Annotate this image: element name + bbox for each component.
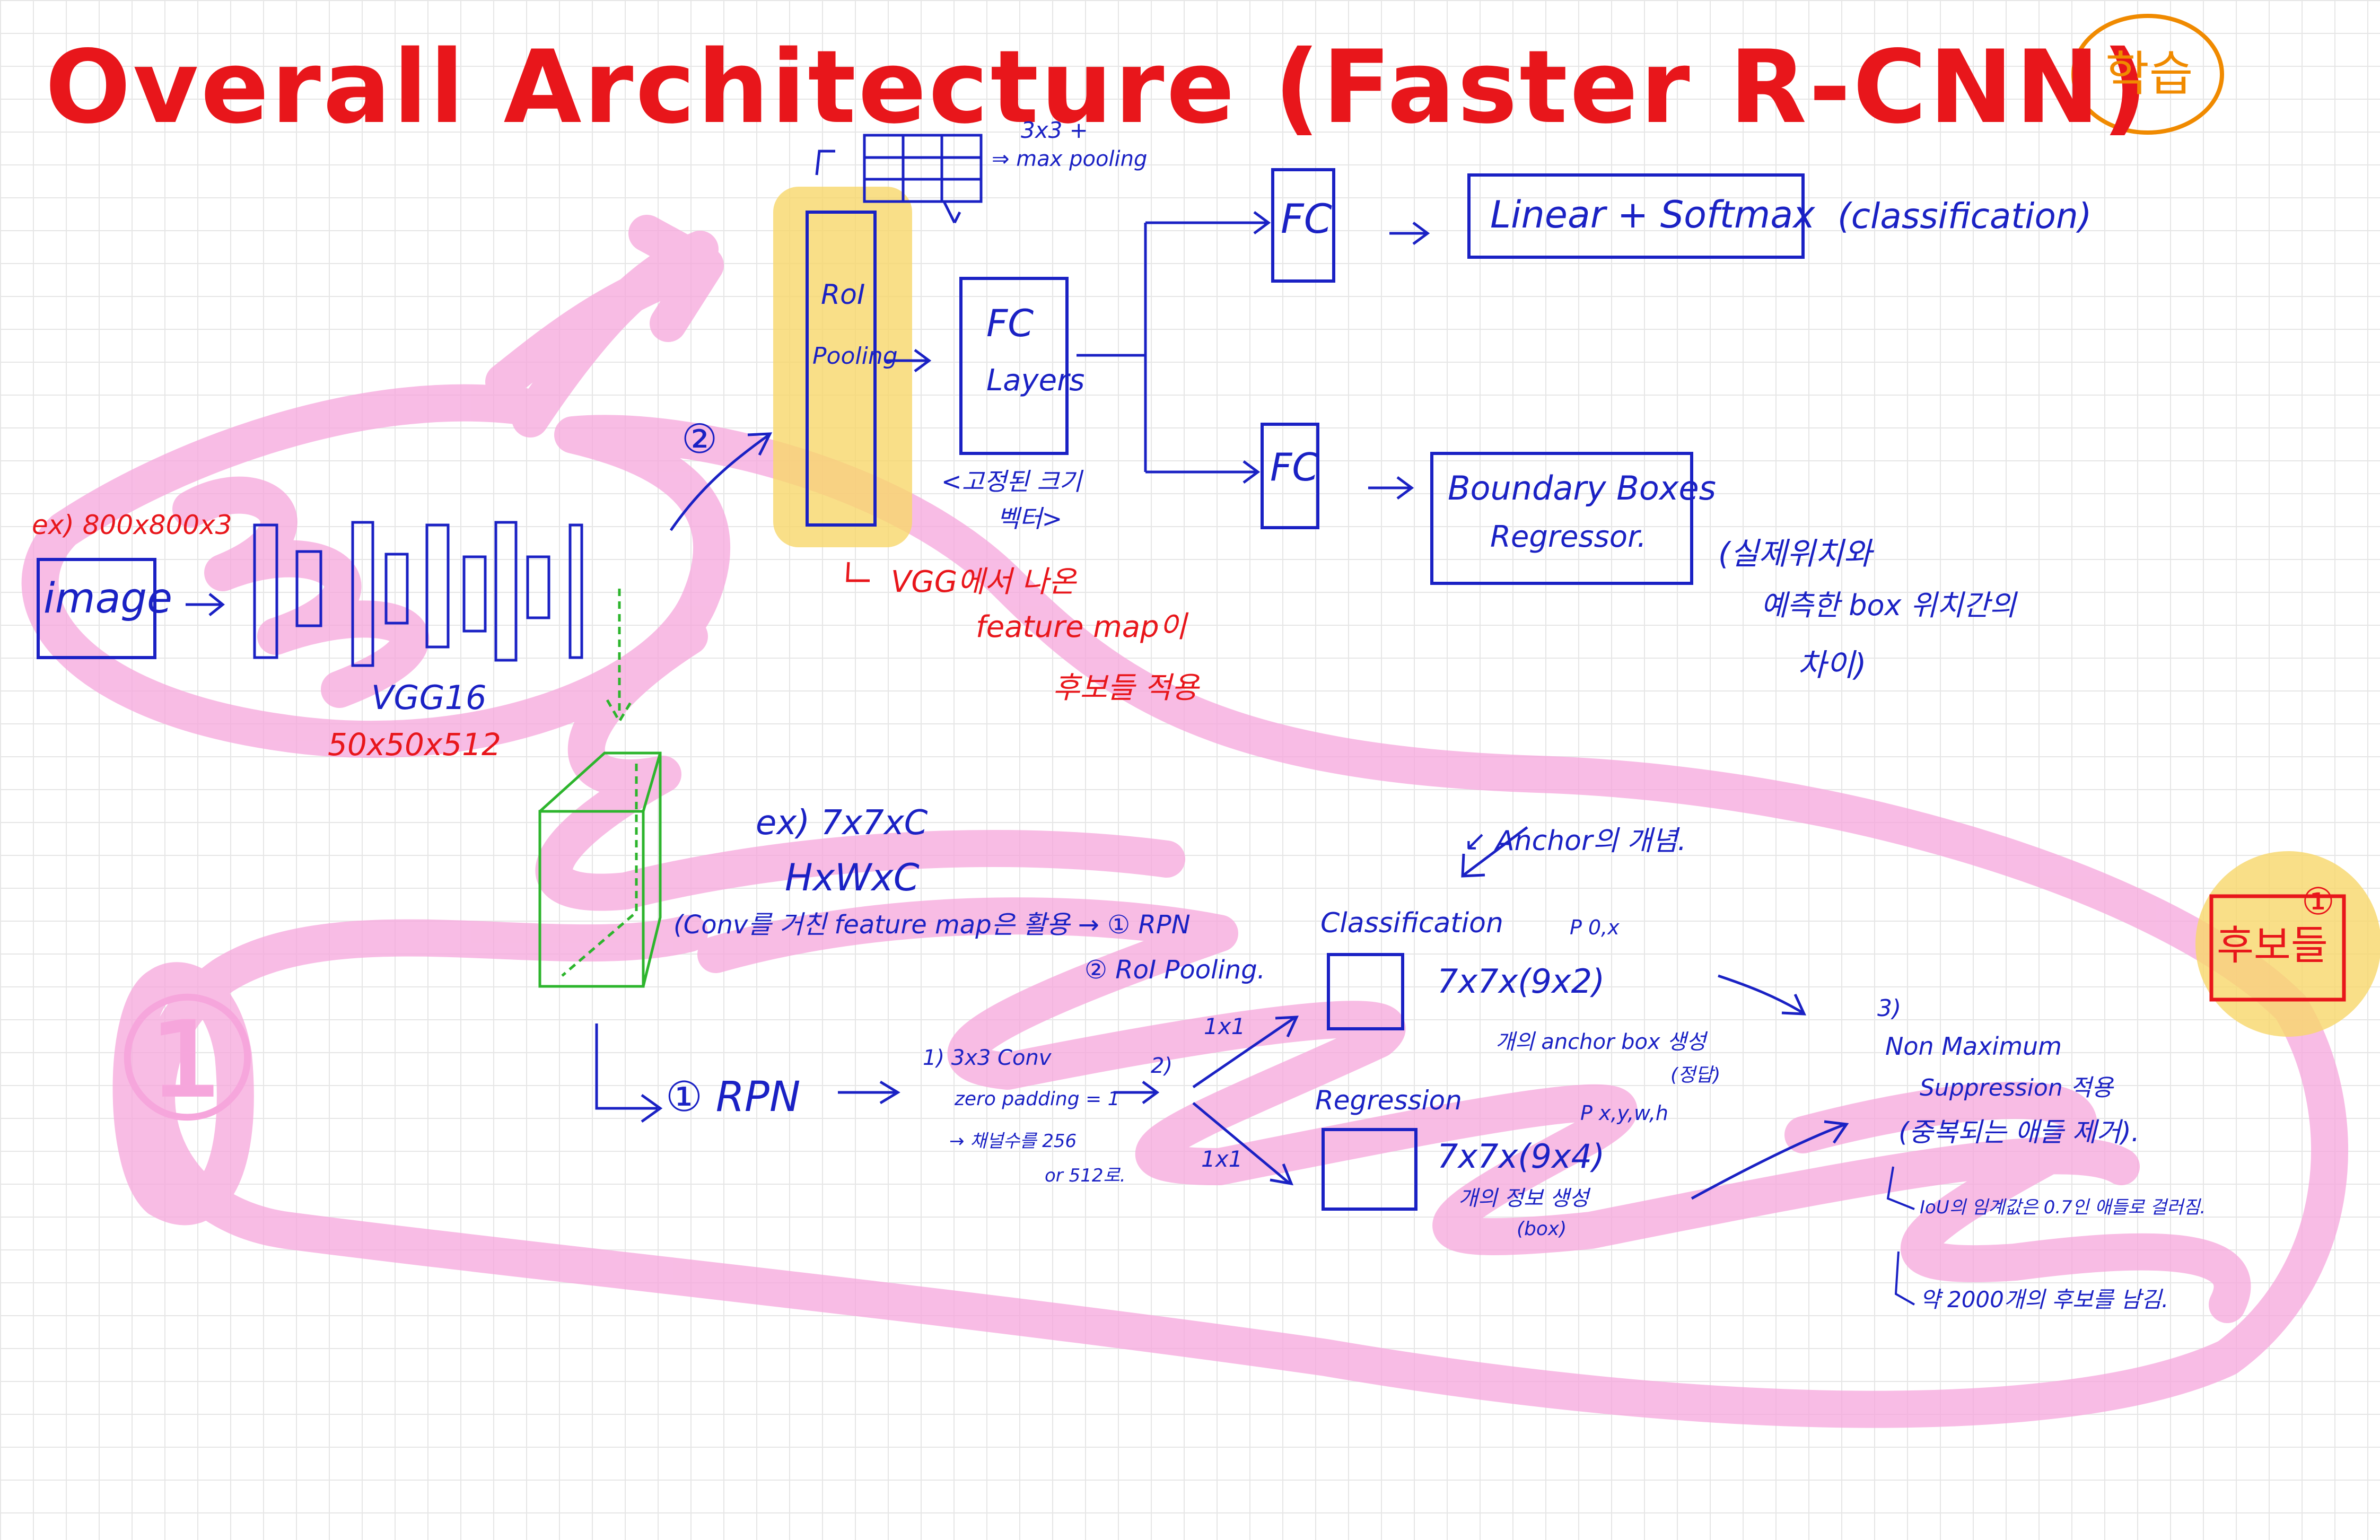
input-size-note: ex) 800x800x3 <box>32 510 232 540</box>
nms-title: Non Maximum <box>1885 1032 2062 1061</box>
nms-threshold-note: IoU의 임계값은 0.7인 애들로 걸러짐. <box>1920 1197 2206 1218</box>
feature-usage-note-2: ② RoI Pooling. <box>1084 955 1265 985</box>
rpn-conv-bottom: 1x1 <box>1201 1146 1243 1172</box>
rpn-step1: 1) 3x3 Conv <box>923 1046 1052 1070</box>
anchor-arrow <box>1461 826 1528 878</box>
roi-pooling-box <box>806 211 877 527</box>
corner-badge: 학습 <box>2105 46 2193 102</box>
page-title: Overall Architecture (Faster R-CNN) <box>45 29 2150 146</box>
classification-title: Classification <box>1320 907 1503 939</box>
arrow-feature-to-rpn <box>595 1023 663 1123</box>
classification-desc: 개의 anchor box 생성 <box>1495 1030 1707 1054</box>
fc-top-label: FC <box>1281 195 1332 242</box>
vgg16-label: VGG16 <box>371 678 487 717</box>
fc-bottom-box <box>1261 423 1319 529</box>
arrow-fc-top <box>1389 221 1430 246</box>
fc-top-box <box>1271 168 1335 283</box>
rpn-step1-b: zero padding = 1 <box>955 1088 1120 1110</box>
vgg-layer-2 <box>295 550 322 627</box>
arrow-fc-bottom <box>1368 476 1414 500</box>
regression-shape: 7x7x(9x4) <box>1437 1137 1605 1176</box>
vgg-layer-8 <box>526 555 550 619</box>
bbox-regressor-label-2: Regressor. <box>1490 520 1647 554</box>
classification-po: P 0,x <box>1570 916 1620 939</box>
rpn-step2: 2) <box>1151 1054 1173 1078</box>
vgg16-output-size: 50x50x512 <box>328 727 501 763</box>
feature-size-general: HxWxC <box>785 856 920 899</box>
nms-hooks <box>1886 1166 1915 1306</box>
anchor-note: ↙ Anchor의 개념. <box>1464 825 1686 857</box>
bbox-regressor-box <box>1430 452 1693 585</box>
branch-lines <box>1077 211 1271 484</box>
green-arrow-down <box>606 589 634 724</box>
arrow-cls-to-nms <box>1718 974 1806 1016</box>
image-label: image <box>43 575 172 623</box>
vgg-layer-7 <box>494 521 518 662</box>
fc-bottom-label: FC <box>1270 445 1319 489</box>
feature-map-cuboid <box>538 751 662 988</box>
roi-label-line1: RoI <box>821 279 865 311</box>
rpn-step1-d: or 512로. <box>1045 1165 1126 1186</box>
candidates-badge-box <box>2209 894 2346 1002</box>
corner-badge-circle <box>2071 14 2224 135</box>
bbox-note-2: 예측한 box 위치간의 <box>1761 589 2016 622</box>
image-box <box>37 558 156 659</box>
vgg-layer-9 <box>568 523 583 659</box>
fc-layers-box <box>959 277 1069 455</box>
candidates-badge-label: 후보들 <box>2217 922 2328 969</box>
arrow-reg-to-nms <box>1691 1120 1849 1200</box>
linear-softmax-box <box>1467 173 1805 259</box>
rpn-conv-top: 1x1 <box>1204 1013 1246 1039</box>
fc-layers-label-line2: Layers <box>986 363 1085 398</box>
vgg-layer-6 <box>462 555 487 633</box>
regression-desc-2: (box) <box>1517 1218 1567 1240</box>
bbox-note: (실제위치와 <box>1718 536 1872 572</box>
roi-step-marker: ② <box>681 415 718 462</box>
roi-grid-note: 3x3 + <box>1021 117 1088 143</box>
roi-source-note: VGG에서 나온 <box>891 565 1076 599</box>
bbox-regressor-label: Boundary Boxes <box>1448 469 1716 508</box>
regression-desc: 개의 정보 생성 <box>1458 1186 1589 1211</box>
regression-title: Regression <box>1315 1085 1462 1116</box>
arrow-image-to-vgg <box>186 593 225 616</box>
roi-grid-note-2: ⇒ max pooling <box>992 147 1148 171</box>
rpn-label: ① RPN <box>666 1073 801 1121</box>
vgg-layer-3 <box>351 521 374 667</box>
pink-highlighter-stroke <box>21 215 2348 1428</box>
big-step-marker: ① <box>111 962 264 1159</box>
fc-layers-label-line1: FC <box>986 302 1034 345</box>
vgg-layer-4 <box>384 553 409 625</box>
vgg-layer-1 <box>253 523 278 659</box>
arrow-rpn-to-conv <box>838 1080 900 1105</box>
nms-title-2: Suppression 적용 <box>1920 1074 2113 1101</box>
nms-title-3: (중복되는 애들 제거). <box>1898 1117 2140 1148</box>
classification-shape: 7x7x(9x2) <box>1437 962 1605 1001</box>
feature-usage-note: (Conv를 거친 feature map은 활용 → ① RPN <box>673 910 1191 940</box>
arrow-roi-to-fc <box>886 348 932 373</box>
roi-label-line2: Pooling <box>812 343 898 370</box>
classification-box <box>1327 953 1404 1030</box>
bbox-note-3: 차이) <box>1798 647 1867 683</box>
fc-layers-note: <고정된 크기 <box>941 467 1082 496</box>
roi-source-note-3: 후보들 적용 <box>1053 671 1199 705</box>
arrow-to-roi <box>669 432 773 531</box>
regression-xywh: P x,y,w,h <box>1580 1101 1668 1125</box>
roi-source-pointer <box>846 562 870 582</box>
vgg16-layers <box>253 521 583 667</box>
classification-note: (classification) <box>1838 196 2092 237</box>
candidates-badge-marker: ① <box>2302 880 2335 923</box>
vgg-layer-5 <box>425 523 450 649</box>
roi-grid <box>815 134 983 224</box>
arrow-conv-to-heads <box>1114 1016 1299 1186</box>
classification-desc-2: (정답) <box>1670 1064 1721 1086</box>
rpn-step1-c: → 채널수를 256 <box>949 1131 1077 1152</box>
feature-size-example: ex) 7x7xC <box>756 803 928 843</box>
roi-source-note-2: feature map이 <box>976 610 1187 644</box>
fc-layers-note-2: 벡터> <box>997 504 1063 533</box>
regression-box <box>1322 1128 1418 1211</box>
linear-softmax-label: Linear + Softmax <box>1490 193 1815 237</box>
nms-remaining-note: 약 2000개의 후보를 남김. <box>1920 1287 2169 1312</box>
nms-step3: 3) <box>1877 995 1902 1022</box>
